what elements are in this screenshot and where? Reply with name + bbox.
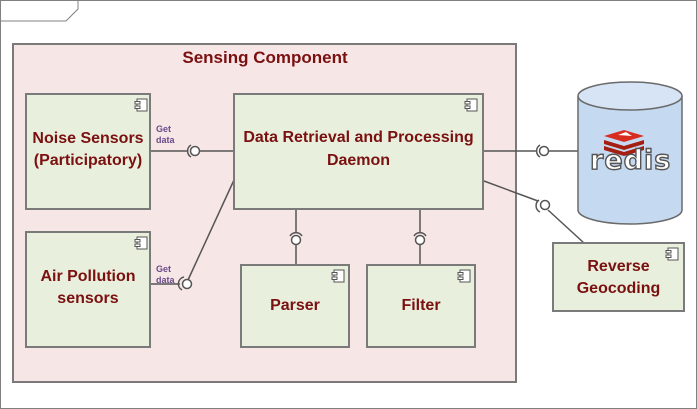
frame-tab	[0, 0, 79, 22]
get-data-label-air: Get data	[156, 264, 175, 285]
daemon-component	[233, 93, 484, 210]
reverse-geocoding-component	[552, 242, 685, 312]
redis-logo-icon	[604, 130, 644, 156]
component-icon	[134, 236, 148, 250]
sensing-component-title: Sensing Component	[182, 48, 348, 67]
redis-logo-text: redis	[589, 145, 672, 176]
air-pollution-sensors-component	[25, 231, 151, 348]
redis-database-icon	[577, 81, 683, 225]
air-pollution-sensors-label: Air Pollution sensors	[40, 268, 136, 307]
noise-sensors-label: Noise Sensors (Participatory)	[32, 130, 144, 169]
reverse-geocoding-label: Reverse Geocoding	[576, 258, 661, 297]
daemon-label: Data Retrieval and Processing Daemon	[243, 129, 474, 169]
component-icon	[457, 269, 471, 283]
component-icon	[464, 98, 478, 112]
get-data-label-noise: Get data	[156, 124, 175, 145]
component-icon	[331, 269, 345, 283]
component-icon	[665, 247, 679, 261]
noise-sensors-component	[25, 93, 151, 210]
parser-label: Parser	[270, 297, 320, 314]
component-icon	[134, 98, 148, 112]
filter-label: Filter	[401, 297, 441, 314]
